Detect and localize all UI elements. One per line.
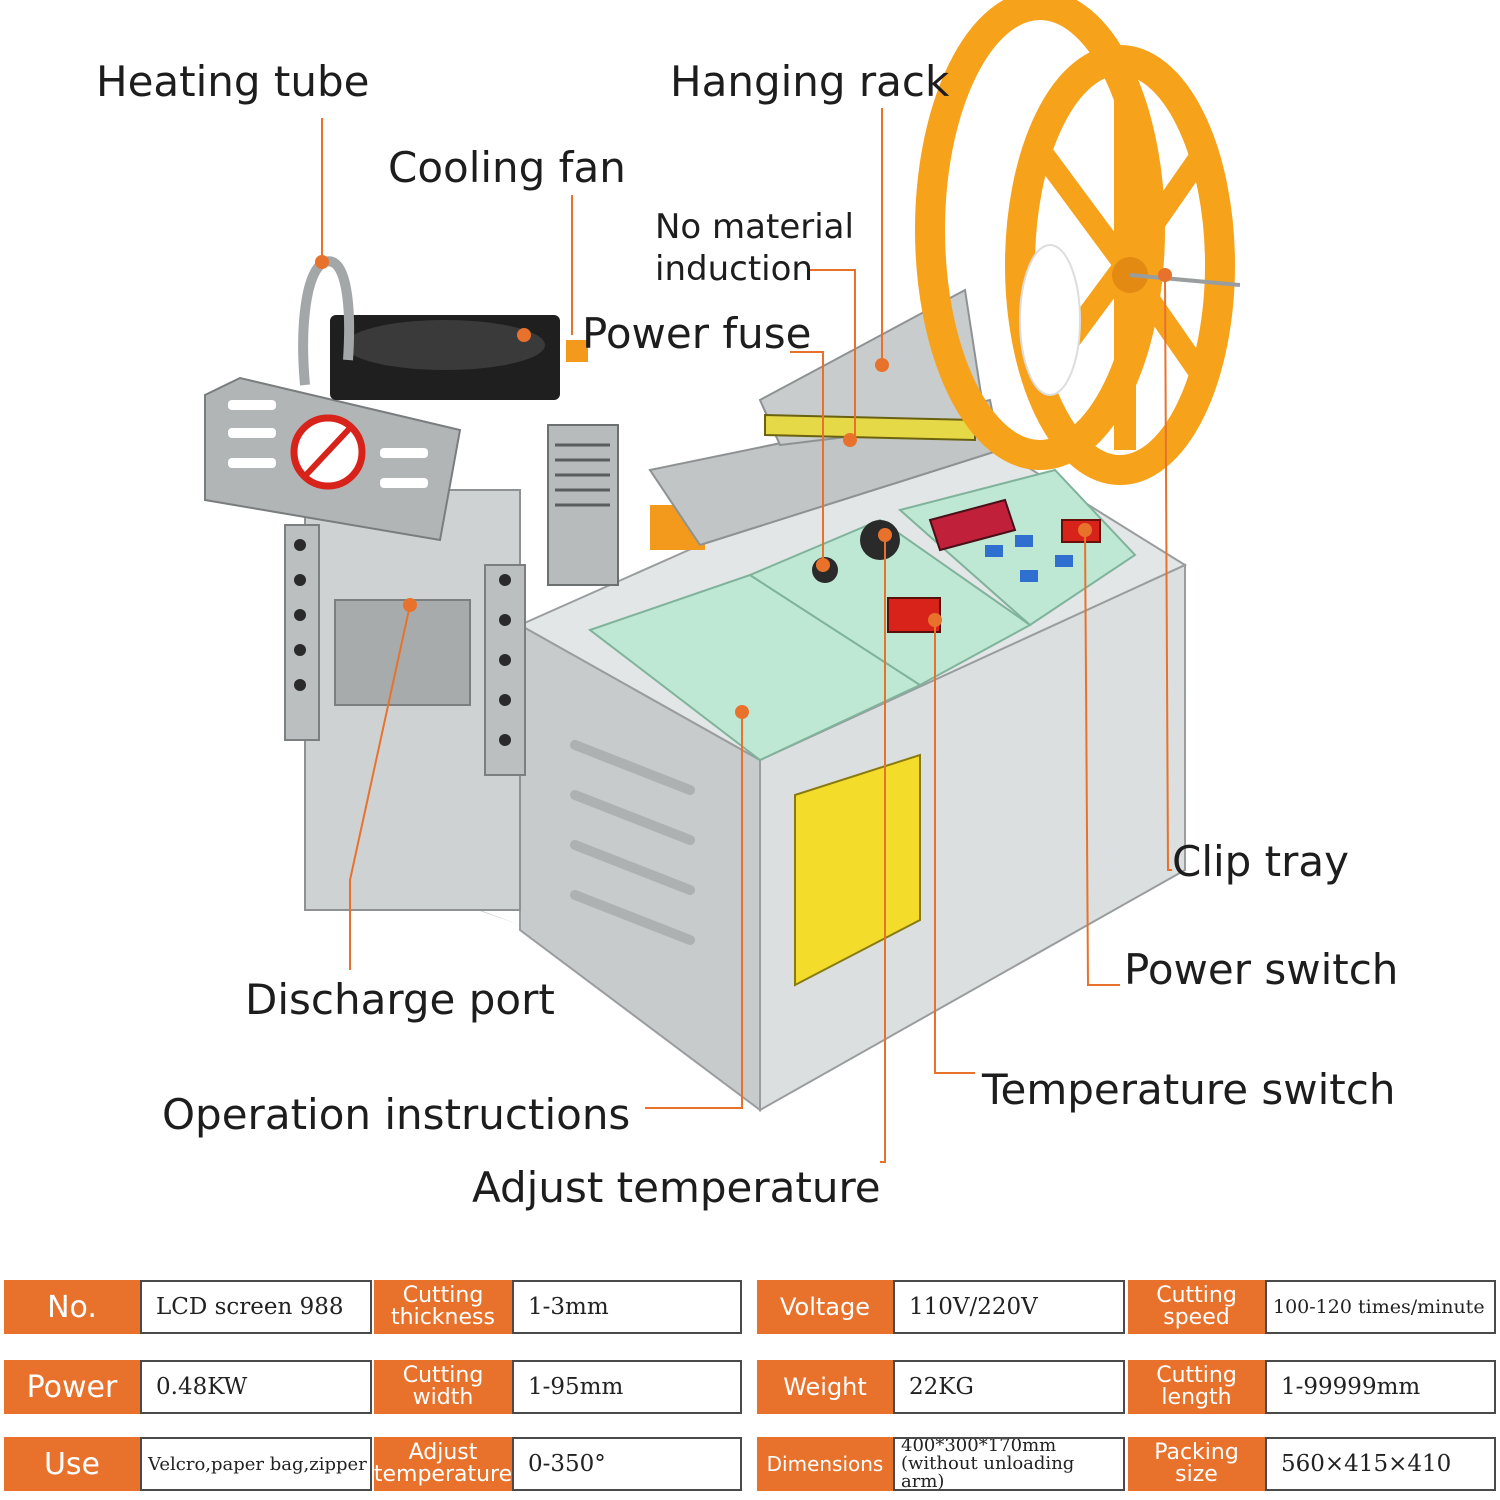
spec-value: 1-95mm — [512, 1360, 742, 1414]
spec-value: 22KG — [893, 1360, 1125, 1414]
spec-label: Cutting thickness — [374, 1280, 512, 1334]
panel-button — [1020, 570, 1038, 582]
spec-row: No. LCD screen 988 Cutting thickness 1-3… — [0, 1280, 1500, 1336]
discharge-port — [334, 599, 471, 706]
callout-temperature-switch: Temperature switch — [982, 1065, 1396, 1114]
callout-no-material-induction-line2: induction — [655, 249, 813, 289]
spec-value: 400*300*170mm (without unloading arm) — [893, 1437, 1125, 1491]
leader-operation-instructions — [645, 712, 743, 1109]
digital-panel — [897, 468, 1137, 627]
spec-row: Power 0.48KW Cutting width 1-95mm Weight… — [0, 1360, 1500, 1416]
spec-label: Packing size — [1128, 1437, 1265, 1491]
leader-discharge-port — [349, 604, 411, 970]
spec-value: 110V/220V — [893, 1280, 1125, 1334]
spec-value: Velcro,paper bag,zipper — [140, 1437, 372, 1491]
callout-discharge-port: Discharge port — [245, 975, 555, 1024]
spec-label: Cutting speed — [1128, 1280, 1265, 1334]
callout-operation-instructions: Operation instructions — [162, 1090, 631, 1139]
leader-lines — [321, 108, 1172, 1163]
spec-label: Adjust temperature — [374, 1437, 512, 1491]
spec-label: No. — [4, 1280, 140, 1334]
spec-table: No. LCD screen 988 Cutting thickness 1-3… — [0, 1265, 1500, 1500]
spec-value: 560×415×410 — [1265, 1437, 1496, 1491]
no-material-sensor — [764, 413, 976, 442]
callout-heating-tube: Heating tube — [96, 57, 370, 106]
leader-power-fuse — [790, 351, 824, 560]
callout-clip-tray: Clip tray — [1172, 837, 1350, 886]
panel-button — [1015, 535, 1033, 547]
vent-slots — [570, 740, 695, 945]
spec-value: 100-120 times/minute — [1265, 1280, 1496, 1334]
panel-button — [985, 545, 1003, 557]
shield-slots — [228, 400, 428, 488]
leader-power-switch — [1084, 529, 1120, 986]
spec-value: 0-350° — [512, 1437, 742, 1491]
spec-label: Power — [4, 1360, 140, 1414]
spec-label: Use — [4, 1437, 140, 1491]
callout-adjust-temperature: Adjust temperature — [472, 1163, 881, 1212]
temperature-knob — [860, 520, 900, 560]
spec-label: Weight — [757, 1360, 893, 1414]
spring-coils — [555, 443, 610, 507]
clip-tray-reel — [915, 0, 1241, 485]
callout-power-fuse: Power fuse — [582, 309, 812, 358]
rail-holes — [294, 539, 511, 746]
spec-value: 1-3mm — [512, 1280, 742, 1334]
warning-label — [794, 753, 921, 987]
callout-no-material-induction-line1: No material — [655, 207, 854, 247]
callout-hanging-rack: Hanging rack — [670, 57, 950, 106]
leader-clip-tray — [1164, 274, 1172, 871]
spec-label: Cutting length — [1128, 1360, 1265, 1414]
no-hands-icon-slash — [303, 425, 353, 478]
lcd-display — [928, 498, 1017, 552]
leader-dots — [315, 255, 1172, 719]
spec-row: Use Velcro,paper bag,zipper Adjust tempe… — [0, 1437, 1500, 1493]
spec-value: 0.48KW — [140, 1360, 372, 1414]
power-fuse — [566, 340, 588, 362]
leader-temperature-switch — [934, 620, 975, 1074]
machine-illustration — [204, 0, 1241, 1163]
spec-label: Dimensions — [757, 1437, 893, 1491]
cooling-fan-grill — [345, 320, 545, 370]
panel-button — [1055, 555, 1073, 567]
leader-adjust-temperature — [880, 535, 886, 1163]
spec-value: LCD screen 988 — [140, 1280, 372, 1334]
spec-label: Voltage — [757, 1280, 893, 1334]
spec-value: 1-99999mm — [1265, 1360, 1496, 1414]
side-rail — [284, 524, 320, 741]
leader-no-material — [808, 269, 856, 440]
callout-power-switch: Power switch — [1124, 945, 1399, 994]
spec-label: Cutting width — [374, 1360, 512, 1414]
callout-cooling-fan: Cooling fan — [388, 143, 626, 192]
